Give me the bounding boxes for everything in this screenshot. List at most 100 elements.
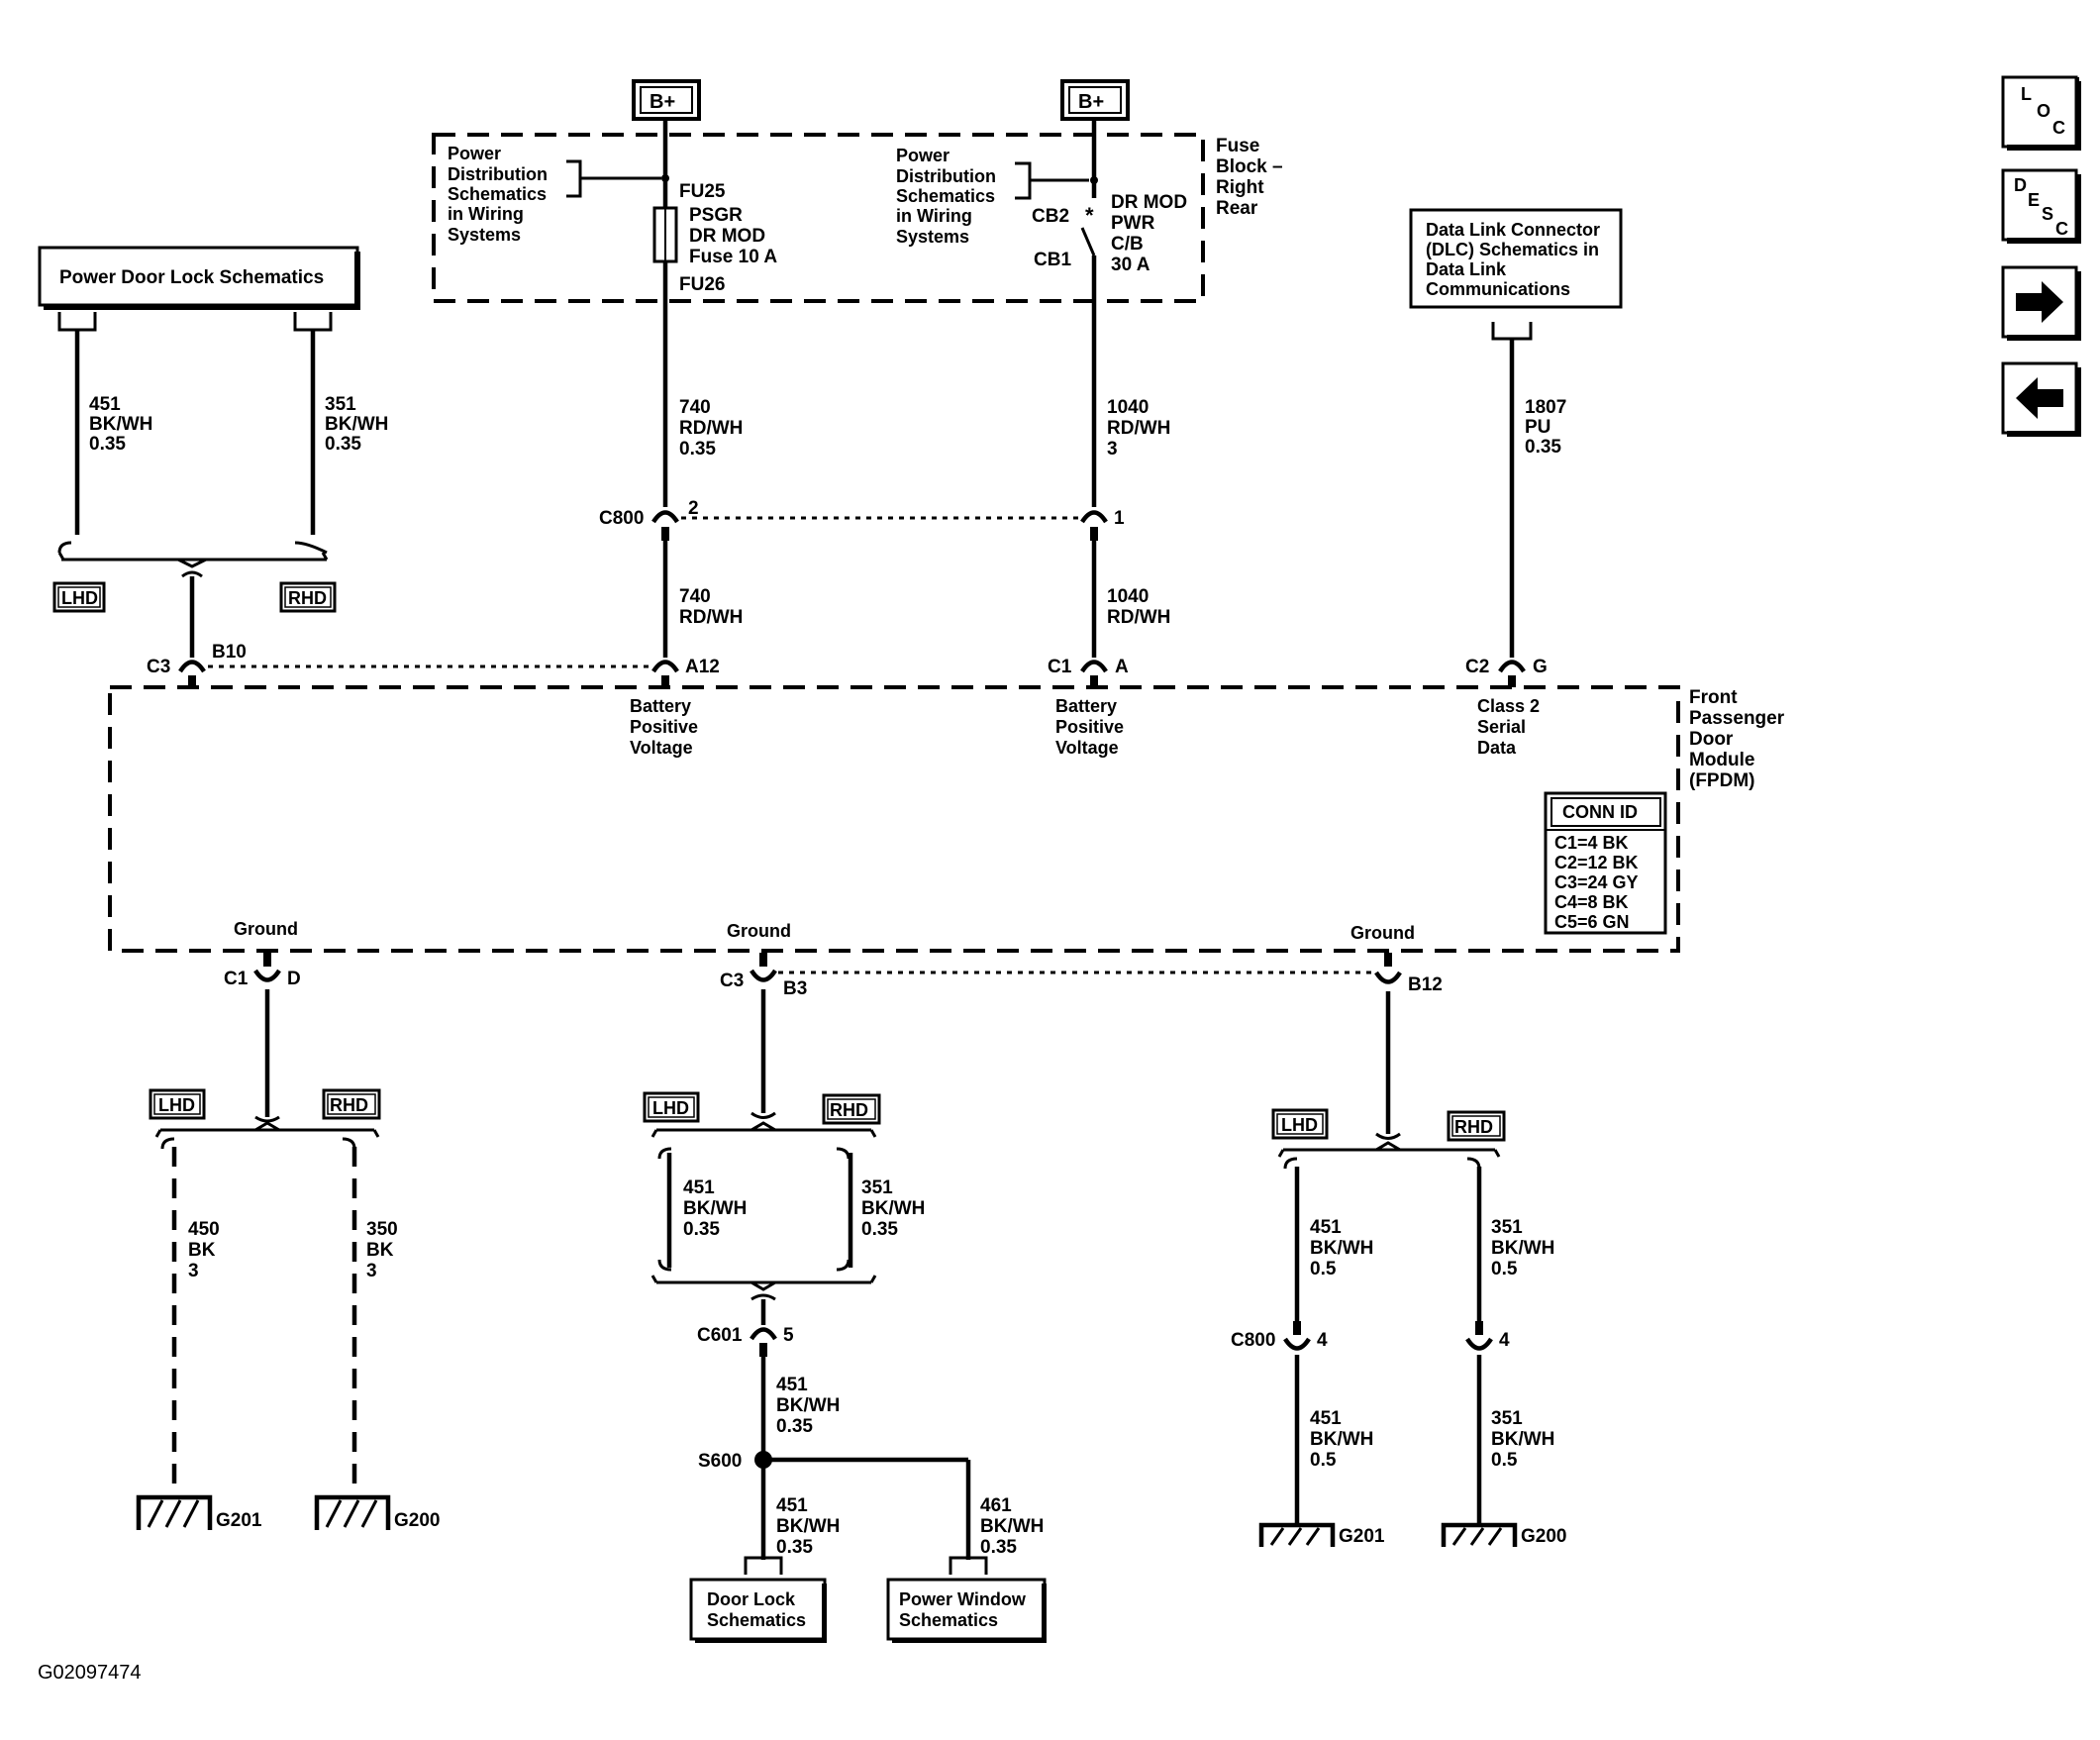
conn-id-table: CONN ID C1=4 BK C2=12 BK C3=24 GY C4=8 B… [1544,791,1667,935]
svg-text:CB1: CB1 [1034,250,1071,270]
wire-450-label: 450 BK 3 [188,1219,220,1281]
svg-text:BK/WH: BK/WH [1491,1238,1554,1259]
svg-text:BK: BK [366,1240,394,1261]
forward-button[interactable] [2001,265,2081,341]
svg-text:C3=24 GY: C3=24 GY [1554,872,1639,892]
svg-text:Schematics: Schematics [707,1610,806,1630]
wire-451-label-top: 451 BK/WH 0.35 [89,394,152,455]
ground-g200-right: G200 [1441,1522,1566,1547]
svg-text:C3: C3 [720,971,744,991]
ground-g201-right: G201 [1258,1522,1385,1547]
svg-text:Fuse 10 A: Fuse 10 A [689,247,777,267]
desc-letter-3: S [2042,204,2053,224]
svg-text:B+: B+ [650,91,675,113]
svg-text:in Wiring: in Wiring [448,204,524,224]
svg-text:4: 4 [1317,1330,1328,1351]
svg-text:Schematics: Schematics [448,184,547,204]
svg-text:451: 451 [776,1495,808,1516]
svg-text:Distribution: Distribution [448,164,548,184]
svg-text:PSGR: PSGR [689,205,743,226]
svg-text:Module: Module [1689,750,1755,770]
svg-text:BK: BK [188,1240,216,1261]
svg-text:BK/WH: BK/WH [89,414,152,435]
ground-g201-left: G201 [136,1494,262,1531]
svg-text:451: 451 [89,394,121,415]
lhd-rhd-splice-mid [650,1111,877,1160]
fpdm-module-name: Front Passenger Door Module (FPDM) [1689,687,1785,791]
svg-text:BK/WH: BK/WH [1310,1429,1373,1450]
svg-text:Distribution: Distribution [896,166,996,186]
back-button[interactable] [2001,361,2081,437]
svg-text:Positive: Positive [1055,717,1124,737]
svg-text:G: G [1533,657,1548,677]
wire-1040-label-a: 1040 RD/WH 3 [1107,397,1170,460]
dr-mod-pwr-circuit-breaker: * CB2 CB1 DR MOD PWR C/B 30 A [1032,119,1187,275]
svg-text:0.5: 0.5 [1310,1450,1337,1471]
svg-text:0.35: 0.35 [325,434,361,455]
svg-text:1040: 1040 [1107,586,1149,607]
power-window-schematics-ref: Power Window Schematics [886,1556,1047,1643]
svg-text:BK/WH: BK/WH [861,1198,925,1219]
svg-text:FU26: FU26 [679,274,725,295]
rhd-badge-right: RHD [1447,1110,1506,1142]
desc-letter-2: E [2028,190,2040,210]
svg-text:C2=12 BK: C2=12 BK [1554,853,1639,872]
svg-text:RD/WH: RD/WH [1107,418,1170,439]
wire-740-label-a: 740 RD/WH 0.35 [679,397,743,460]
ground-label-1: Ground [234,919,298,939]
svg-text:Battery: Battery [1055,696,1117,716]
svg-text:RHD: RHD [1454,1117,1493,1137]
connector-c1-d: C1 D [224,953,301,989]
rhd-badge-top: RHD [279,581,337,613]
svg-text:B12: B12 [1408,974,1443,995]
loc-button[interactable]: L O C [2001,75,2081,151]
desc-button[interactable]: D E S C [2001,168,2081,244]
lhd-badge-left: LHD [149,1088,206,1120]
power-door-lock-schematics-ref: Power Door Lock Schematics [38,246,360,332]
svg-text:S600: S600 [698,1451,742,1472]
svg-text:LHD: LHD [61,588,98,608]
svg-text:Power: Power [896,146,950,165]
svg-text:0.35: 0.35 [683,1219,720,1240]
arrow-left-icon [2016,377,2063,419]
svg-text:RHD: RHD [330,1095,368,1115]
wire-451-label-r1: 451 BK/WH 0.5 [1310,1217,1373,1279]
lhd-badge-mid: LHD [643,1091,700,1123]
svg-text:0.35: 0.35 [776,1537,813,1558]
wire-1040-label-b: 1040 RD/WH [1107,586,1170,628]
svg-text:Systems: Systems [896,227,969,247]
splice-bottom-mid [650,1259,877,1301]
svg-text:2: 2 [688,498,699,519]
fuse-block-label: Fuse Block – Right Rear [1216,136,1283,219]
ground-g200-left: G200 [314,1494,440,1531]
wire-740-label-b: 740 RD/WH [679,586,743,628]
wire-451-label-mid: 451 BK/WH 0.35 [683,1177,747,1240]
svg-text:BK/WH: BK/WH [1310,1238,1373,1259]
svg-text:DR MOD: DR MOD [1111,192,1187,213]
svg-text:1807: 1807 [1525,397,1566,418]
svg-text:C2: C2 [1465,657,1489,677]
svg-text:DR MOD: DR MOD [689,226,765,247]
svg-text:(DLC) Schematics in: (DLC) Schematics in [1426,240,1599,259]
svg-text:350: 350 [366,1219,398,1240]
power-distribution-ref-right: Power Distribution Schematics in Wiring … [896,146,1089,247]
rhd-badge-mid: RHD [822,1093,881,1125]
svg-text:B+: B+ [1078,91,1104,113]
svg-text:C800: C800 [599,508,644,529]
fpdm-module-outline [108,685,1680,953]
wire-451-label-c601: 451 BK/WH 0.35 [776,1375,840,1437]
svg-text:RD/WH: RD/WH [1107,607,1170,628]
svg-text:LHD: LHD [1281,1115,1318,1135]
svg-text:A: A [1115,657,1129,677]
wire-451-label-s600: 451 BK/WH 0.35 [776,1495,840,1558]
svg-text:LHD: LHD [158,1095,195,1115]
svg-text:4: 4 [1499,1330,1510,1351]
svg-text:FU25: FU25 [679,181,726,202]
rhd-badge-left: RHD [322,1088,381,1120]
diagram-id: G02097474 [38,1662,142,1684]
svg-text:3: 3 [366,1261,377,1281]
svg-text:G201: G201 [1339,1526,1385,1547]
svg-text:Right: Right [1216,177,1264,198]
svg-text:Voltage: Voltage [630,738,693,758]
